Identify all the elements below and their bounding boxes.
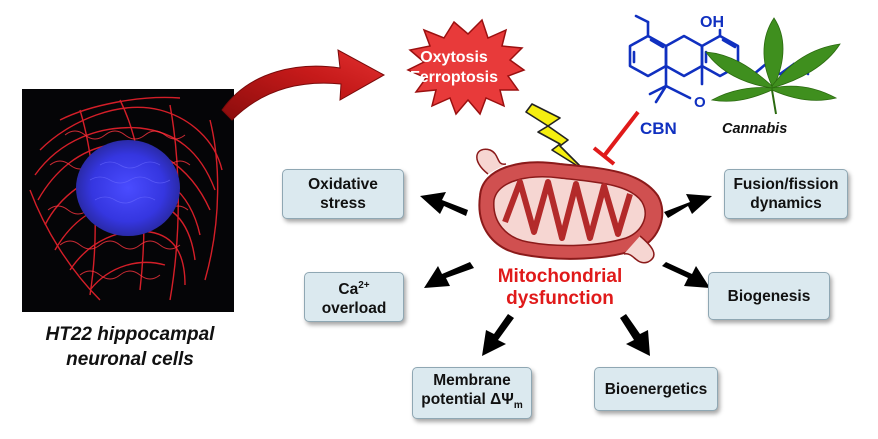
arrow-to-biogenesis — [662, 262, 710, 288]
box-ca-overload: Ca2+ overload — [304, 272, 404, 322]
outcome-arrows — [420, 192, 712, 356]
arrow-to-bioenergetics — [620, 314, 650, 356]
center-line2: dysfunction — [506, 288, 614, 309]
membrane-sub: m — [513, 400, 523, 412]
biogenesis-label: Biogenesis — [727, 287, 811, 305]
cannabis-leaf-icon — [705, 17, 841, 115]
box-fusion-fission: Fusion/fission dynamics — [724, 169, 848, 219]
cell-micrograph — [22, 89, 234, 312]
oh-group-label: OH — [700, 14, 724, 31]
box-bioenergetics: Bioenergetics — [594, 367, 718, 411]
trigger-label: Oxytosis Ferroptosis — [390, 48, 518, 88]
trigger-line2: Ferroptosis — [409, 69, 498, 86]
arrow-to-oxidative-stress — [420, 192, 468, 216]
nucleus — [76, 140, 180, 236]
compound-name: CBN — [640, 119, 677, 138]
box-oxidative-stress: Oxidative stress — [282, 169, 404, 219]
pathway-arrow — [221, 49, 386, 121]
ca-charge: 2+ — [358, 279, 370, 291]
bioenergetics-label: Bioenergetics — [604, 380, 708, 398]
oxygen-label: O — [694, 94, 706, 111]
ferroptosis-burst — [406, 18, 526, 116]
ca-symbol: Ca — [338, 281, 359, 299]
box-membrane-potential: Membrane potential ΔΨm — [412, 367, 532, 419]
lightning-bolt-icon — [525, 103, 585, 171]
fusion-line2: dynamics — [750, 195, 822, 212]
trigger-line1: Oxytosis — [420, 49, 488, 66]
cell-caption-line2: neuronal cells — [66, 349, 194, 370]
cell-caption: HT22 hippocampal neuronal cells — [12, 322, 248, 372]
oxidative-line1: Oxidative — [308, 176, 378, 193]
arrow-to-membrane-potential — [482, 314, 514, 356]
cell-caption-line1: HT22 hippocampal — [45, 324, 215, 345]
oxidative-line2: stress — [320, 195, 366, 212]
arrow-to-fusion-fission — [664, 194, 712, 218]
source-name: Cannabis — [722, 121, 788, 137]
box-biogenesis: Biogenesis — [708, 272, 830, 320]
center-label: Mitochondrial dysfunction — [470, 266, 650, 310]
mitochondrion-icon — [476, 148, 664, 264]
center-line1: Mitochondrial — [497, 266, 623, 287]
inhibition-indicator — [592, 110, 640, 166]
membrane-line2: potential ΔΨ — [421, 390, 514, 408]
arrow-to-ca-overload — [424, 262, 474, 288]
membrane-line1: Membrane — [433, 371, 511, 389]
ca-line2: overload — [321, 300, 387, 318]
fusion-line1: Fusion/fission — [733, 176, 839, 193]
